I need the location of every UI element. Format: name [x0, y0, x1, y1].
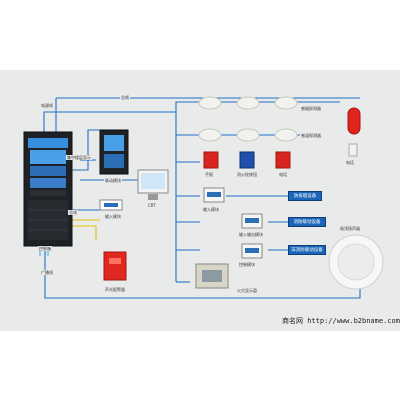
label-control-box: 控制箱 — [38, 246, 52, 251]
label-phone-jack: 电话 — [278, 172, 288, 177]
heat-detectors — [198, 128, 298, 142]
label-manual-button: 手报 — [204, 172, 214, 177]
label-linkage-module: 联动模块 — [104, 178, 122, 183]
telephone-handset — [348, 143, 358, 157]
label-smoke-detectors: 感烟探测器 — [300, 106, 322, 111]
label-io-module: 输入输出模块 — [238, 232, 264, 237]
box-fire-linkage: 消防联动设备 — [288, 217, 326, 227]
label-repeater-display: 集中楼层显示 — [66, 155, 92, 160]
repeater-display-unit — [99, 129, 129, 175]
fire-display-panel — [195, 263, 229, 289]
label-bus-2: 总线 — [68, 210, 78, 215]
manual-call-points — [203, 151, 291, 169]
alarm-beacon — [347, 107, 361, 135]
label-heat-detectors: 感温探测器 — [300, 133, 322, 138]
label-hydrant-button: 消火栓按钮 — [236, 172, 258, 177]
label-power-line: 电源线 — [40, 103, 54, 108]
box-smoke-control: 防排烟设备 — [288, 191, 322, 201]
ceiling-speaker — [328, 234, 384, 290]
label-speaker: 吸顶扬声器 — [339, 226, 361, 231]
label-fire-panel: 火灾显示盘 — [236, 288, 258, 293]
label-bus: 总线 — [120, 95, 130, 100]
label-relay-module: 输入模块 — [104, 214, 122, 219]
relay-module — [99, 199, 123, 211]
label-input-module: 输入模块 — [202, 207, 220, 212]
watermark-footer: 商名网 http://www.b2bname.com — [282, 317, 400, 325]
label-broadcast-line: 广播线 — [40, 270, 54, 275]
label-alarm-bell: 声光报警器 — [104, 287, 126, 292]
sound-light-alarm — [103, 251, 127, 281]
fire-control-cabinet — [23, 131, 73, 247]
smoke-detectors — [198, 96, 298, 110]
label-handset: 电话 — [345, 160, 355, 165]
label-ctl-module: 控制模块 — [238, 262, 256, 267]
box-non-fire-linkage: 非消防联动设备 — [288, 245, 326, 255]
input-module — [203, 187, 225, 203]
io-modules — [241, 213, 263, 259]
crt-workstation — [137, 169, 169, 200]
label-crt: CRT — [147, 203, 157, 208]
